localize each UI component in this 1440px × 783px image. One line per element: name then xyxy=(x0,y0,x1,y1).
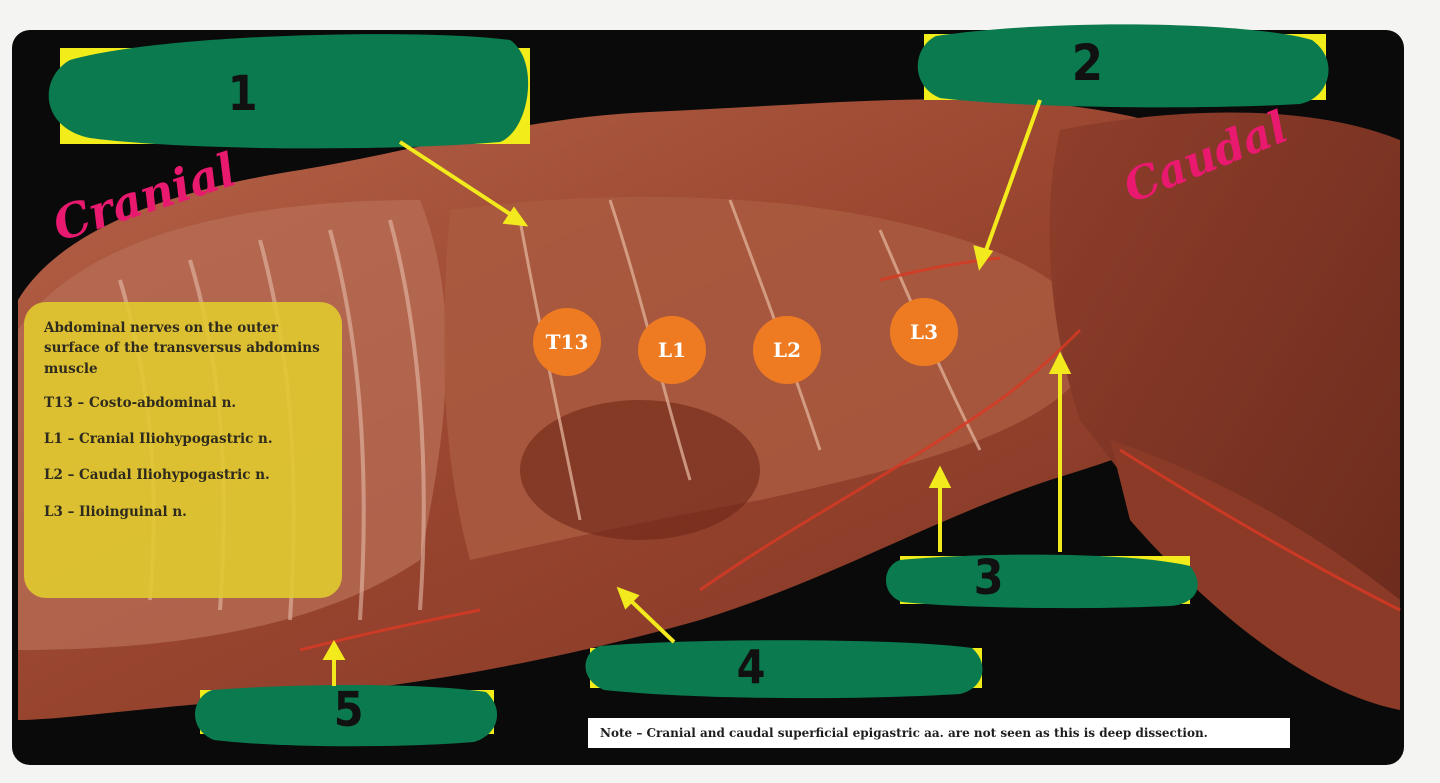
nerve-marker-t13: T13 xyxy=(533,308,601,376)
legend-item-l2: L2 – Caudal Iliohypogastric n. xyxy=(44,467,270,484)
cover-4 xyxy=(585,640,983,699)
arrow-icon xyxy=(973,99,1042,271)
label-1: 1 xyxy=(227,66,258,122)
nerve-marker-l3: L3 xyxy=(890,298,958,366)
nerve-marker-l1: L1 xyxy=(638,316,706,384)
arrow-icon xyxy=(322,639,346,686)
nerve-marker-l2: L2 xyxy=(753,316,821,384)
label-3: 3 xyxy=(973,550,1004,606)
cover-5 xyxy=(195,685,498,747)
shadow-region xyxy=(520,400,760,540)
legend-item-l1: L1 – Cranial Iliohypogastric n. xyxy=(44,431,273,447)
label-4: 4 xyxy=(736,640,766,694)
arrow-icon xyxy=(616,586,676,644)
cover-2 xyxy=(917,24,1329,108)
arrow-icon xyxy=(928,465,952,552)
note-text: Note – Cranial and caudal superficial ep… xyxy=(588,718,1290,748)
label-5: 5 xyxy=(333,682,364,738)
arrow-icon xyxy=(1048,351,1072,552)
cover-1 xyxy=(48,34,529,149)
legend-box: Abdominal nerves on the outer surface of… xyxy=(24,302,342,598)
arrow-icon xyxy=(398,140,529,227)
legend-item-l3: L3 – Ilioinguinal n. xyxy=(44,503,187,520)
legend-item-t13: T13 – Costo-abdominal n. xyxy=(44,394,237,411)
legend-title: Abdominal nerves on the outer surface of… xyxy=(44,320,320,377)
label-2: 2 xyxy=(1071,34,1104,92)
cover-3 xyxy=(886,554,1198,609)
lower-limb xyxy=(1110,440,1400,710)
